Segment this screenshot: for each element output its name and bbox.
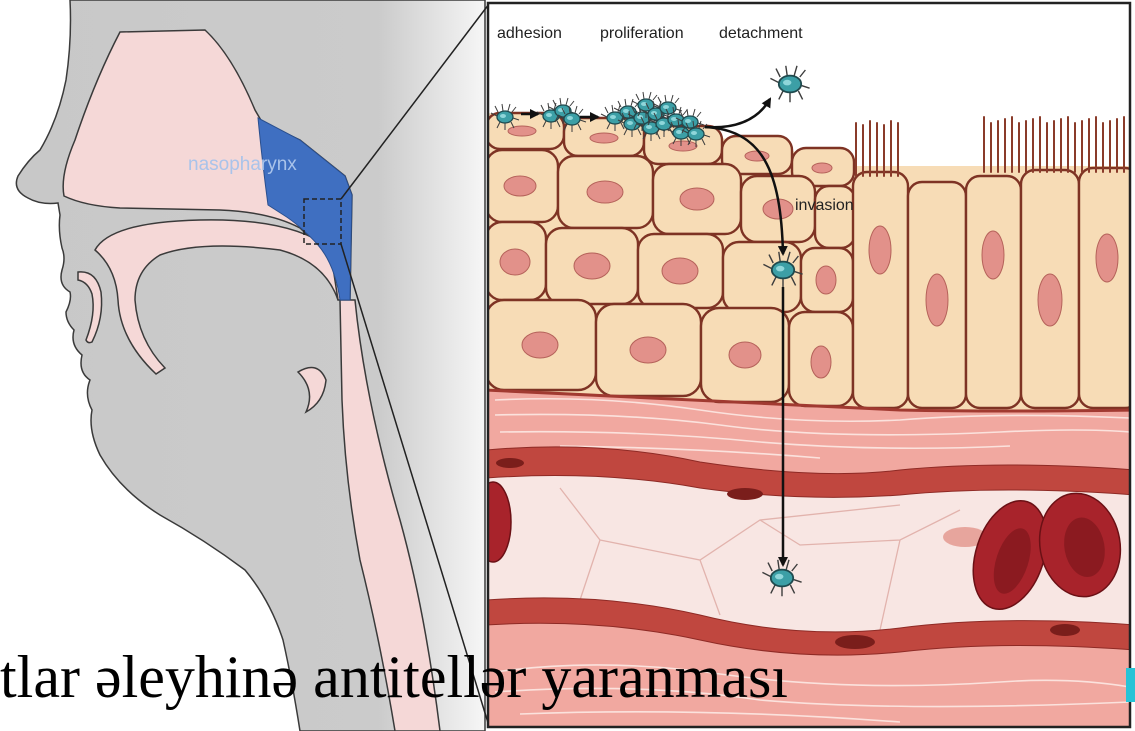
- caption: tlar əleyhinə antitellər yaranması: [0, 644, 788, 710]
- detachment-label: detachment: [719, 25, 803, 42]
- nucleus: [587, 181, 623, 203]
- nucleus: [680, 188, 714, 210]
- proliferation-label: proliferation: [600, 25, 684, 42]
- nucleus: [816, 266, 836, 294]
- nucleus: [1096, 234, 1118, 282]
- nucleus: [500, 249, 530, 275]
- endothelial-nucleus: [1050, 624, 1080, 636]
- adhesion-label: adhesion: [497, 25, 562, 42]
- endothelial-nucleus: [496, 458, 524, 468]
- nucleus: [630, 337, 666, 363]
- nucleus: [508, 126, 536, 136]
- endothelial-nucleus: [727, 488, 763, 500]
- nucleus: [812, 163, 832, 173]
- nucleus: [869, 226, 891, 274]
- nasopharynx-label: nasopharynx: [188, 154, 297, 175]
- nucleus: [926, 274, 948, 326]
- nucleus: [590, 133, 618, 143]
- columnar-epithelial-cells: [853, 168, 1135, 408]
- zoom-panel: adhesion proliferation detachment invasi…: [475, 3, 1135, 731]
- nucleus: [522, 332, 558, 358]
- ciliated-cell: [853, 172, 908, 408]
- nucleus: [811, 346, 831, 378]
- ciliated-cell: [1079, 168, 1135, 408]
- endothelial-nucleus: [835, 635, 875, 649]
- nucleus: [574, 253, 610, 279]
- epithelial-cell: [815, 186, 855, 248]
- slide-accent: [1126, 668, 1135, 702]
- nucleus: [504, 176, 536, 196]
- nucleus: [982, 231, 1004, 279]
- invasion-label: invasion: [795, 197, 854, 214]
- head-diagram: nasopharynx: [16, 0, 485, 731]
- nucleus: [662, 258, 698, 284]
- nucleus: [1038, 274, 1062, 326]
- nucleus: [729, 342, 761, 368]
- ciliated-cell: [966, 176, 1021, 408]
